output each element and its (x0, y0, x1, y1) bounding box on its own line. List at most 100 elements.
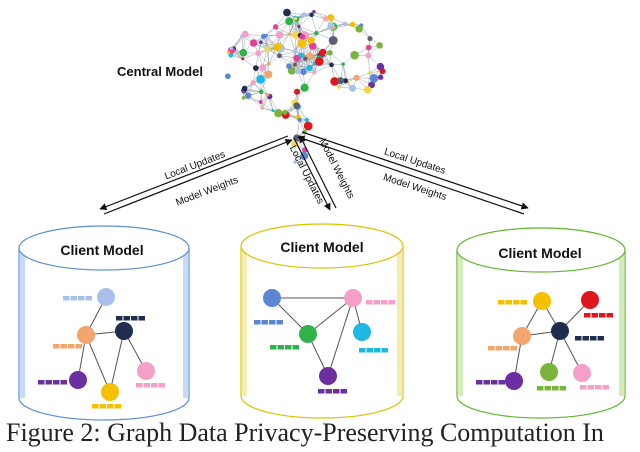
brain-node (260, 106, 264, 110)
brain-node (365, 44, 372, 51)
brain-node (309, 12, 314, 18)
feature-bar (366, 348, 373, 353)
feature-bar (107, 404, 114, 409)
feature-bar (318, 389, 325, 394)
feature-bar (254, 320, 261, 325)
brain-node (261, 33, 267, 39)
feature-bar (366, 300, 373, 305)
feature-bar (476, 380, 483, 385)
brain-node (341, 62, 345, 66)
brain-node (314, 30, 319, 36)
brain-node (368, 71, 372, 75)
brain-node (241, 96, 246, 100)
feature-bar (116, 316, 123, 321)
brain-node (241, 85, 248, 92)
feature-bar (53, 344, 60, 349)
arrow-middle-pair (293, 135, 337, 211)
graph-node (137, 362, 155, 380)
feature-bar (276, 320, 283, 325)
feature-bar (38, 380, 45, 385)
feature-bar (359, 348, 366, 353)
brain-node (282, 109, 288, 115)
brain-node (308, 42, 317, 50)
brain-node (239, 48, 248, 57)
graph-node (344, 289, 362, 307)
feature-bar (483, 380, 490, 385)
graph-node (540, 363, 558, 381)
feature-bar (60, 380, 67, 385)
brain-node (312, 70, 317, 75)
feature-bar (63, 296, 70, 301)
feature-bar (270, 345, 277, 350)
client-model-label-2: Client Model (280, 239, 363, 255)
brain-node (297, 117, 302, 123)
feature-bar (544, 386, 551, 391)
brain-node (297, 39, 307, 49)
graph-node (319, 367, 337, 385)
cylinder-body (240, 246, 404, 419)
brain-node (224, 73, 231, 80)
brain-node (267, 61, 271, 66)
brain-node (272, 24, 279, 30)
feature-bar (537, 386, 544, 391)
brain-node (255, 50, 262, 57)
feature-bar (123, 316, 130, 321)
feature-bar (503, 346, 510, 351)
feature-bar (552, 386, 559, 391)
brain-node (328, 35, 338, 45)
brain-node (304, 117, 309, 123)
graph-node (299, 325, 317, 343)
brain-node (256, 74, 266, 84)
graph-node (551, 322, 569, 340)
brain-node (292, 62, 297, 67)
feature-bar (136, 383, 143, 388)
feature-bar (45, 380, 52, 385)
feature-bar (388, 300, 395, 305)
graph-edge (307, 297, 354, 335)
brain-node (322, 16, 328, 22)
brain-node (353, 74, 360, 81)
feature-bar (269, 320, 276, 325)
feature-bar (60, 344, 67, 349)
brain-node (258, 100, 263, 104)
brain-node (376, 42, 383, 49)
feature-bar (261, 320, 268, 325)
feature-bar (488, 346, 495, 351)
brain-node (252, 65, 259, 71)
feature-bar (559, 386, 566, 391)
feature-bar (582, 336, 589, 341)
feature-bar (333, 389, 340, 394)
brain-node (275, 31, 284, 39)
brain-node (299, 34, 306, 41)
brain-node (293, 160, 297, 164)
brain-node (300, 68, 307, 76)
brain-node (378, 74, 384, 80)
graph-node (263, 289, 281, 307)
feature-bar (520, 300, 527, 305)
brain-node (342, 21, 348, 26)
graph-node (69, 371, 87, 389)
feature-bar (340, 389, 347, 394)
brain-node (244, 92, 252, 99)
feature-bar (498, 300, 505, 305)
feature-bar (85, 296, 92, 301)
graph-edge (327, 297, 354, 377)
brain-node (369, 74, 379, 83)
figure-caption: Figure 2: Graph Data Privacy-Preserving … (6, 418, 604, 447)
brain-node (349, 21, 356, 28)
brain-node (249, 39, 258, 47)
brain-node (343, 78, 349, 84)
brain-node (349, 84, 357, 92)
brain-node (298, 52, 305, 59)
brain-node (332, 26, 336, 30)
feature-bar (495, 346, 502, 351)
feature-bar (131, 316, 138, 321)
client-model-label-3: Client Model (498, 245, 581, 261)
feature-bar (597, 336, 604, 341)
brain-node (271, 109, 275, 113)
brain-node (305, 52, 314, 61)
client-model-cylinder-2 (240, 223, 404, 419)
brain-node (368, 81, 375, 89)
brain-node (363, 86, 372, 94)
